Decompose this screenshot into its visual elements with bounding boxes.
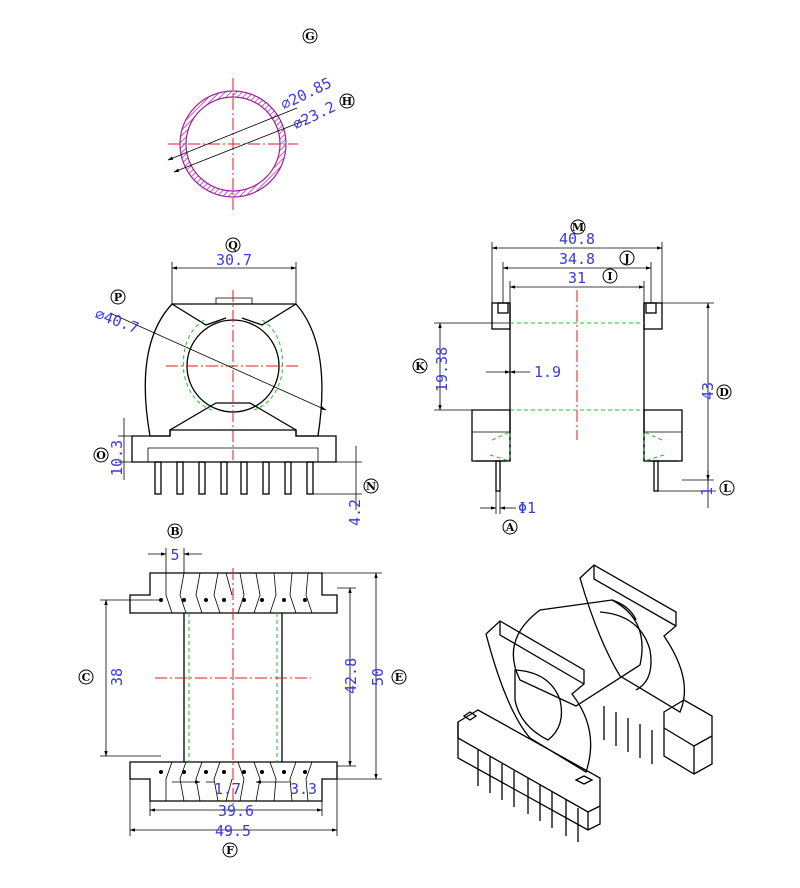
dim-q-text: 30.7	[216, 251, 252, 269]
dim-f-inner-text: 39.6	[218, 802, 254, 820]
dim-o-text: 10.3	[108, 440, 126, 476]
svg-text:H: H	[342, 95, 352, 108]
top-pin-dots	[159, 598, 307, 602]
dim-k-text: 19.38	[433, 347, 451, 392]
label-e: E	[391, 669, 407, 685]
top-slots	[165, 572, 313, 614]
iso-tube	[512, 599, 643, 707]
label-i: I	[602, 268, 618, 284]
dim-a-text: Φ1	[518, 499, 536, 517]
ring-leader-h	[173, 119, 307, 173]
label-a: A	[502, 519, 518, 535]
dim-d-text: 43	[699, 382, 717, 400]
svg-text:L: L	[723, 482, 731, 495]
iso-back-pins	[603, 706, 653, 764]
label-p: P	[110, 289, 126, 305]
svg-text:O: O	[96, 449, 106, 462]
svg-text:K: K	[415, 360, 425, 373]
ring-section-view: ⌀20.85 ⌀23.2 G H	[167, 28, 355, 210]
label-m: M	[570, 219, 586, 235]
dim-e-mid-text: 42.8	[342, 658, 360, 694]
iso-front-pins	[477, 750, 579, 842]
dim-n-text: 4.2	[346, 499, 364, 526]
label-f: F	[222, 842, 238, 858]
left-base	[471, 409, 511, 462]
base-block	[131, 429, 337, 463]
label-j: J	[619, 250, 635, 266]
iso-front-base	[457, 709, 601, 831]
dim-f-total-text: 49.5	[215, 822, 251, 840]
bottom-view: 5 B 38 C 42.8 50 E 1.7 3.3	[78, 523, 407, 858]
side-pin-right	[653, 460, 659, 492]
iso-back-flange	[579, 564, 686, 713]
side-pin-left	[495, 460, 501, 492]
svg-text:M: M	[572, 221, 584, 234]
label-d: D	[716, 384, 732, 400]
svg-text:D: D	[719, 386, 729, 399]
svg-text:B: B	[170, 525, 179, 538]
label-l: L	[719, 480, 735, 496]
dim-pin-w-text: 3.3	[290, 780, 317, 798]
isometric-view	[457, 564, 713, 842]
front-view: 30.7 Q ⌀40.7 P 10.3 O 4.2 N	[93, 237, 379, 526]
label-c: C	[78, 669, 94, 685]
label-q: Q	[225, 237, 241, 253]
svg-text:J: J	[623, 252, 629, 265]
side-view: 40.8 M 34.8 J 31 I 19.38 K	[412, 219, 735, 535]
dim-p-line	[109, 312, 327, 411]
label-b: B	[167, 523, 183, 539]
dim-pin-gap-text: 1.7	[214, 780, 241, 798]
dim-e-total-text: 50	[369, 668, 387, 686]
bottom-slots	[165, 761, 313, 802]
iso-back-base	[663, 699, 713, 775]
dim-i-text: 31	[568, 269, 586, 287]
ring-leader-g	[167, 107, 298, 161]
svg-text:P: P	[114, 291, 122, 304]
svg-text:N: N	[366, 480, 376, 493]
right-base	[643, 409, 683, 462]
dim-m-text: 40.8	[559, 230, 595, 248]
label-k: K	[412, 358, 428, 374]
label-n: N	[363, 478, 379, 494]
svg-text:Q: Q	[228, 239, 238, 252]
flange-chamfer	[171, 303, 297, 326]
svg-text:F: F	[226, 844, 234, 857]
svg-text:C: C	[82, 671, 91, 684]
iso-front-flange	[485, 620, 592, 773]
dim-p-text: ⌀40.7	[93, 305, 142, 337]
base-step	[147, 447, 319, 462]
bottom-pin-dots	[159, 770, 307, 774]
dim-b-text: 5	[170, 546, 179, 564]
svg-text:G: G	[305, 30, 314, 43]
svg-text:A: A	[505, 521, 515, 534]
label-g: G	[302, 28, 318, 44]
hidden-bore-wall	[182, 319, 284, 411]
right-flange-top	[643, 302, 663, 330]
label-o: O	[93, 447, 109, 463]
dim-c-text: 38	[108, 668, 126, 686]
svg-text:I: I	[607, 270, 612, 283]
dim-j-text: 34.8	[559, 250, 595, 268]
flange-outline	[144, 303, 323, 437]
top-flange-strip	[129, 572, 338, 614]
dim-l-text: 1	[698, 487, 716, 496]
left-flange-top	[491, 302, 511, 330]
iso-bore	[514, 669, 563, 741]
dim-wall-text: 1.9	[534, 363, 561, 381]
svg-text:E: E	[395, 671, 403, 684]
label-h: H	[339, 93, 355, 109]
front-pins	[154, 461, 314, 495]
top-notch	[215, 297, 253, 304]
